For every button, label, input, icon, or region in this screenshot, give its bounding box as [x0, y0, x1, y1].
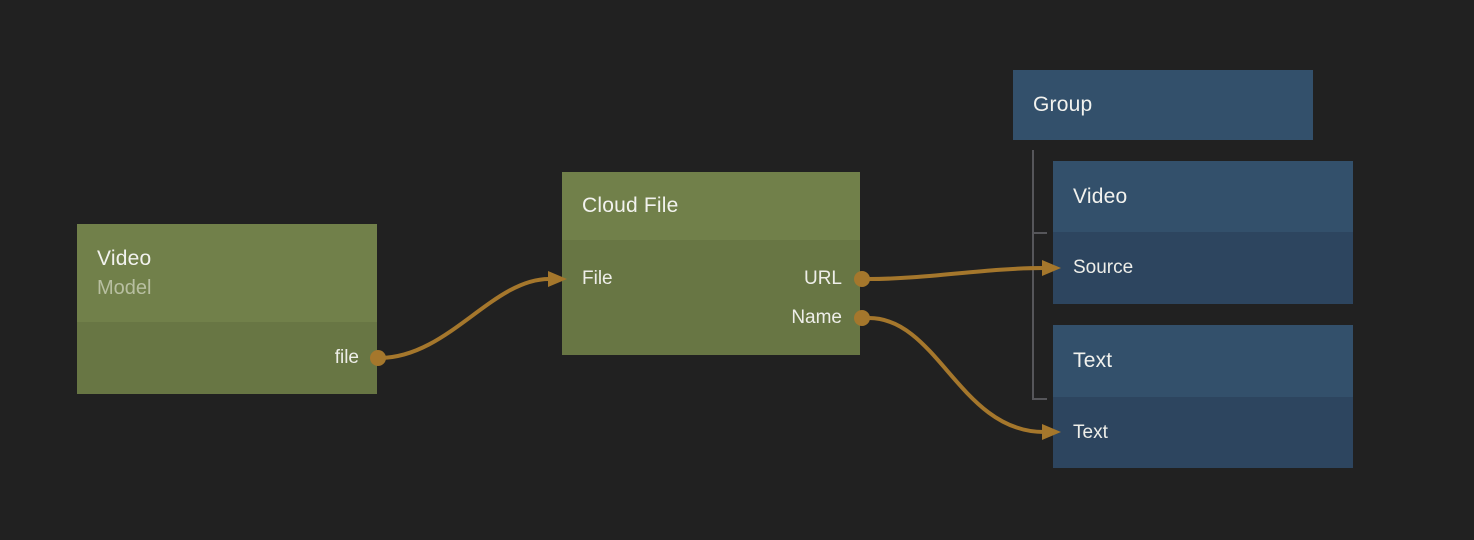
- node-subtitle: Model: [97, 276, 152, 299]
- input-port-label: Source: [1073, 257, 1134, 278]
- input-port-source[interactable]: Source: [1053, 232, 1353, 304]
- node-video-model-body: file: [77, 322, 377, 394]
- node-title: Text: [1073, 349, 1113, 372]
- input-port-file[interactable]: File: [582, 267, 613, 289]
- node-title: Group: [1033, 93, 1093, 116]
- input-port-label: Text: [1073, 421, 1108, 443]
- node-video-model-header[interactable]: Video Model: [77, 224, 377, 322]
- node-title: Cloud File: [582, 194, 679, 217]
- wire-name-to-text[interactable]: [868, 316, 1045, 434]
- node-cloud-file[interactable]: Cloud File File URL Name: [562, 172, 860, 355]
- output-port-url[interactable]: URL: [803, 267, 842, 289]
- node-group-header[interactable]: Group: [1013, 70, 1313, 140]
- group-tree-vertical-line: [1032, 150, 1034, 400]
- wire-url-to-source[interactable]: [868, 266, 1045, 281]
- node-group-video-header[interactable]: Video: [1053, 161, 1353, 232]
- port-row-name: Name: [562, 298, 860, 337]
- output-port-label: file: [334, 347, 359, 368]
- node-cloud-file-body: File URL Name: [562, 240, 860, 355]
- output-port-name[interactable]: Name: [791, 306, 842, 328]
- node-group-video-body: Source: [1053, 232, 1353, 304]
- input-port-text[interactable]: Text: [1053, 397, 1353, 468]
- node-cloud-file-header[interactable]: Cloud File: [562, 172, 860, 240]
- node-group[interactable]: Group: [1013, 70, 1313, 140]
- group-tree-stub-text: [1032, 398, 1047, 400]
- node-group-video[interactable]: Video Source: [1053, 161, 1353, 304]
- node-video-model[interactable]: Video Model file: [77, 224, 377, 394]
- group-tree-stub-video: [1032, 232, 1047, 234]
- node-title: Video: [1073, 184, 1128, 208]
- wire-file-to-cloudfile[interactable]: [378, 277, 550, 360]
- node-group-text-body: Text: [1053, 397, 1353, 468]
- node-group-text-header[interactable]: Text: [1053, 325, 1353, 397]
- node-group-text[interactable]: Text Text: [1053, 325, 1353, 468]
- node-title: Video: [97, 246, 152, 270]
- output-port-file[interactable]: file: [77, 322, 377, 394]
- port-row-file-url: File URL: [562, 259, 860, 298]
